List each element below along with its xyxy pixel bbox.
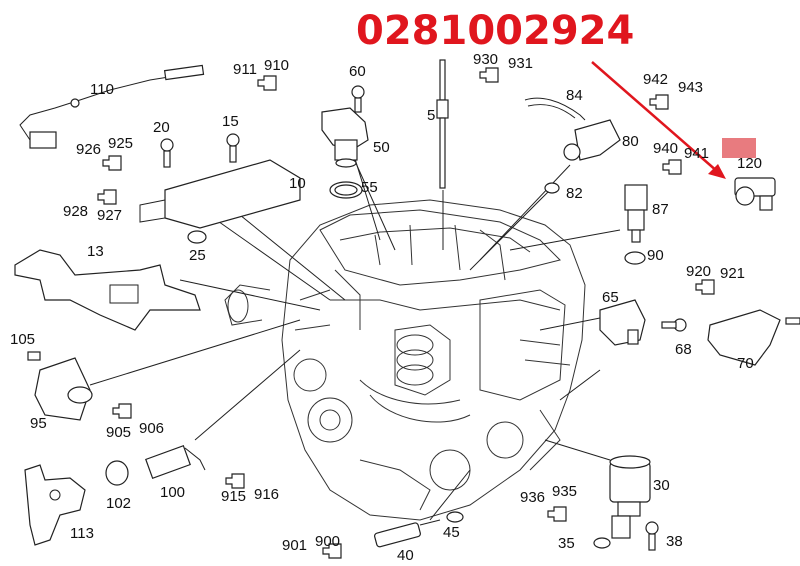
callout-930: 930 bbox=[473, 51, 498, 68]
connector-icon bbox=[695, 279, 715, 295]
callout-30: 30 bbox=[653, 477, 670, 494]
part-110-sensor-cable bbox=[19, 64, 205, 149]
callout-905: 905 bbox=[106, 424, 131, 441]
part-102-ring bbox=[105, 460, 129, 486]
part-10-control-unit bbox=[139, 159, 301, 229]
part-70-bolt bbox=[785, 317, 800, 325]
callout-84: 84 bbox=[566, 87, 583, 104]
callout-13: 13 bbox=[87, 243, 104, 260]
connector-icon bbox=[225, 473, 245, 489]
callout-921: 921 bbox=[720, 265, 745, 282]
callout-20: 20 bbox=[153, 119, 170, 136]
callout-80: 80 bbox=[622, 133, 639, 150]
callout-915: 915 bbox=[221, 488, 246, 505]
callout-943: 943 bbox=[678, 79, 703, 96]
connector-icon bbox=[322, 543, 342, 559]
part-25-bushing bbox=[187, 230, 207, 244]
callout-45: 45 bbox=[443, 524, 460, 541]
part-84-clip bbox=[524, 97, 586, 121]
connector-icon bbox=[649, 94, 669, 110]
part-120-sensor bbox=[734, 177, 776, 211]
part-80-sensor bbox=[563, 119, 621, 161]
callout-900: 900 bbox=[315, 533, 340, 550]
callout-90: 90 bbox=[647, 247, 664, 264]
part-15-bolt bbox=[226, 133, 240, 163]
part-60-bolt bbox=[351, 85, 365, 113]
callout-936: 936 bbox=[520, 489, 545, 506]
callout-911: 911 bbox=[233, 61, 257, 78]
callout-931: 931 bbox=[508, 55, 533, 72]
callout-910: 910 bbox=[264, 57, 289, 74]
callout-10: 10 bbox=[289, 175, 306, 192]
connector-icon bbox=[257, 75, 277, 91]
callout-916: 916 bbox=[254, 486, 279, 503]
part-45-ring bbox=[446, 511, 464, 523]
callout-65: 65 bbox=[602, 289, 619, 306]
callout-920: 920 bbox=[686, 263, 711, 280]
callout-901: 901 bbox=[282, 537, 307, 554]
callout-105: 105 bbox=[10, 331, 35, 348]
part-68-bolt bbox=[661, 318, 687, 332]
callout-40: 40 bbox=[397, 547, 414, 564]
connector-icon bbox=[97, 189, 117, 205]
callout-35: 35 bbox=[558, 535, 575, 552]
callout-940: 940 bbox=[653, 140, 678, 157]
callout-102: 102 bbox=[106, 495, 131, 512]
connector-icon bbox=[479, 67, 499, 83]
callout-113: 113 bbox=[70, 525, 94, 542]
part-70-cover bbox=[707, 309, 781, 366]
part-55-ring bbox=[329, 181, 363, 199]
callout-941: 941 bbox=[684, 145, 709, 162]
callout-925: 925 bbox=[108, 135, 133, 152]
part-65-sensor bbox=[599, 299, 646, 346]
connector-icons bbox=[97, 67, 715, 559]
part-30-actuator bbox=[609, 455, 651, 539]
engine-block bbox=[224, 199, 586, 521]
callout-95: 95 bbox=[30, 415, 47, 432]
callout-25: 25 bbox=[189, 247, 206, 264]
callout-928: 928 bbox=[63, 203, 88, 220]
callout-5: 5 bbox=[427, 107, 435, 124]
connector-icon bbox=[112, 403, 132, 419]
part-95-module bbox=[34, 357, 93, 421]
part-113-bracket bbox=[24, 464, 86, 546]
part-87-switch bbox=[624, 184, 648, 243]
part-35-washer bbox=[593, 537, 611, 549]
part-20-bolt bbox=[160, 138, 174, 168]
part-number-title: 0281002924 bbox=[356, 8, 634, 54]
callout-906: 906 bbox=[139, 420, 164, 437]
part-50-sensor bbox=[321, 107, 369, 168]
callout-60: 60 bbox=[349, 63, 366, 80]
highlight-box bbox=[722, 138, 756, 158]
connector-icon bbox=[662, 159, 682, 175]
callout-927: 927 bbox=[97, 207, 122, 224]
callout-68: 68 bbox=[675, 341, 692, 358]
connector-icon bbox=[102, 155, 122, 171]
callout-50: 50 bbox=[373, 139, 390, 156]
callout-87: 87 bbox=[652, 201, 669, 218]
part-105-bolt bbox=[27, 351, 41, 361]
callout-38: 38 bbox=[666, 533, 683, 550]
part-5-glow-plug bbox=[436, 59, 449, 189]
part-40-sensor bbox=[374, 519, 441, 548]
callout-100: 100 bbox=[160, 484, 185, 501]
part-13-bracket bbox=[14, 249, 201, 331]
callout-942: 942 bbox=[643, 71, 668, 88]
callout-926: 926 bbox=[76, 141, 101, 158]
callout-15: 15 bbox=[222, 113, 239, 130]
callout-82: 82 bbox=[566, 185, 583, 202]
callout-labels: 110 911 910 60 930 931 84 942 943 5 20 1… bbox=[10, 51, 762, 564]
part-90-ring bbox=[624, 251, 646, 265]
part-100-sensor bbox=[145, 444, 206, 480]
callout-935: 935 bbox=[552, 483, 577, 500]
part-82-ring bbox=[544, 182, 560, 194]
callout-110: 110 bbox=[90, 81, 114, 98]
highlight-arrow bbox=[591, 61, 726, 179]
part-38-bolt bbox=[645, 521, 659, 551]
callout-55: 55 bbox=[361, 179, 378, 196]
connector-icon bbox=[547, 506, 567, 522]
callout-70: 70 bbox=[737, 355, 754, 372]
callout-120: 120 bbox=[737, 155, 762, 172]
